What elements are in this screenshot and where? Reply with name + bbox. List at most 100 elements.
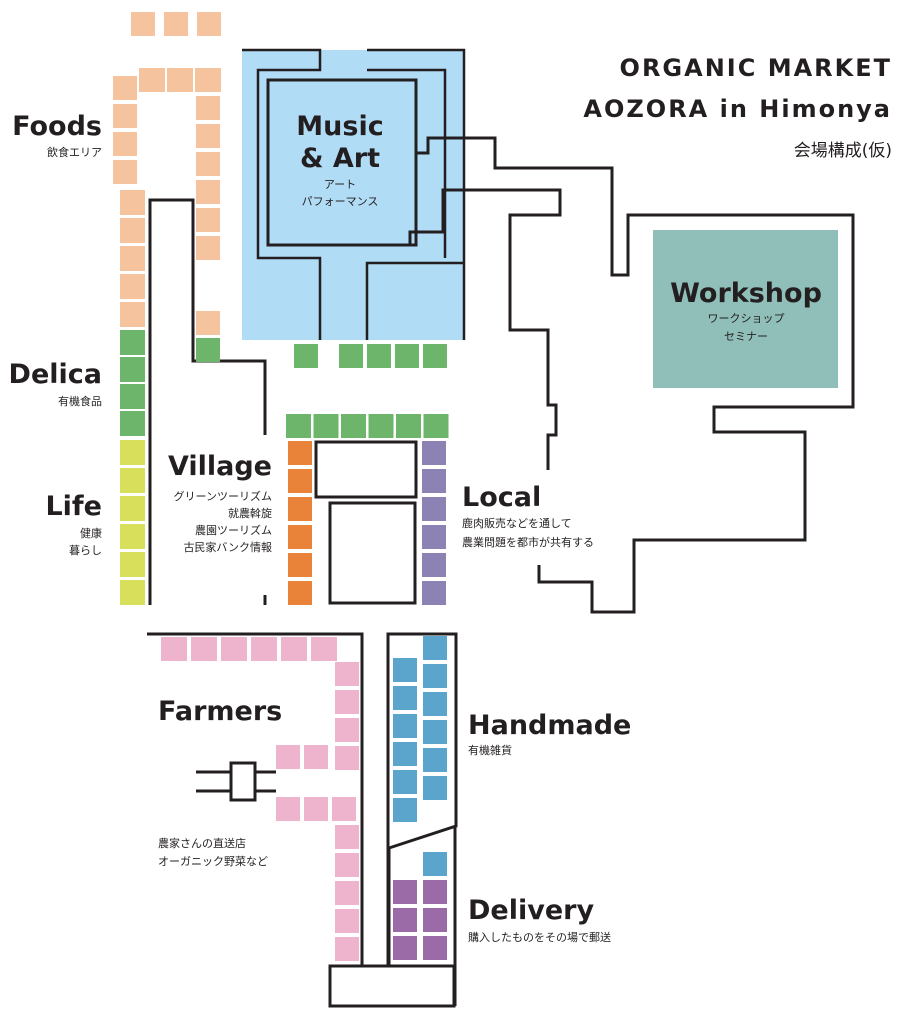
delica-booth	[120, 357, 145, 382]
farmers-booth	[251, 637, 277, 661]
zone-labels: Foods 飲食エリア Delica 有機食品 Life 健康 暮らし Vill…	[9, 111, 822, 944]
delica-booth	[196, 338, 220, 362]
foods-booth	[139, 68, 165, 92]
handmade-sub: 有機雑貨	[468, 743, 512, 757]
handmade-booth	[423, 692, 447, 716]
farmers-booth	[335, 937, 359, 961]
delica-booth	[120, 411, 145, 436]
local-booth-purple	[422, 441, 446, 465]
handmade-booth	[423, 852, 447, 876]
life-booth	[120, 440, 145, 465]
life-booth	[120, 524, 145, 549]
foods-booth	[167, 68, 193, 92]
foods-booth	[196, 236, 220, 260]
foods-booth	[196, 124, 220, 148]
foods-booth	[113, 76, 137, 100]
workshop-sub-2: セミナー	[724, 330, 768, 343]
handmade-booth	[423, 748, 447, 772]
farmers-booth	[335, 662, 359, 686]
farmers-outline	[147, 632, 364, 966]
farmers-booth	[311, 637, 337, 661]
delivery-booth	[423, 908, 447, 932]
handmade-title: Handmade	[468, 710, 631, 741]
foods-booth	[120, 302, 145, 327]
local-booth-purple	[422, 497, 446, 521]
foods-booth	[113, 132, 137, 156]
local-booth-orange	[288, 525, 312, 549]
music-art-area	[242, 48, 466, 340]
life-booth	[120, 552, 145, 577]
handmade-booth	[393, 770, 417, 794]
delica-booth	[395, 344, 419, 368]
farmers-booth	[335, 909, 359, 933]
foods-booth	[120, 274, 145, 299]
delivery-booth	[423, 936, 447, 960]
life-sub-1: 健康	[80, 526, 102, 540]
header-title-line2: AOZORA in Himonya	[583, 95, 892, 123]
handmade-booth	[393, 798, 417, 822]
delivery-booth	[393, 880, 417, 904]
village-outline	[148, 198, 267, 605]
farmers-gate	[229, 761, 257, 802]
local-sub-1: 鹿肉販売などを通して	[462, 516, 572, 530]
local-booth-orange	[288, 553, 312, 577]
farmers-booth	[335, 746, 359, 770]
handmade-booth	[393, 714, 417, 738]
delica-title: Delica	[9, 359, 102, 390]
local-booth-purple	[422, 469, 446, 493]
foods-booth	[164, 12, 188, 36]
life-title: Life	[45, 491, 102, 522]
delivery-title: Delivery	[468, 895, 594, 926]
farmers-booth	[335, 881, 359, 905]
farmers-sub-1: 農家さんの直送店	[158, 836, 246, 850]
farmers-booth	[335, 825, 359, 849]
handmade-booth	[393, 658, 417, 682]
farmers-booth	[221, 637, 247, 661]
structures	[196, 440, 456, 1008]
music-art-title-1: Music	[296, 111, 383, 142]
foods-booth	[120, 246, 145, 271]
delica-booth	[367, 344, 391, 368]
music-art-title-2: & Art	[300, 143, 380, 174]
music-art-background	[242, 50, 464, 340]
farmers-booth	[304, 745, 328, 769]
local-booth-purple	[422, 553, 446, 577]
delica-booth	[341, 414, 366, 438]
delivery-sub: 購入したものをその場で郵送	[468, 930, 611, 944]
village-sub-1: グリーンツーリズム	[174, 489, 272, 503]
farmers-booth	[304, 797, 328, 821]
delivery-booth	[393, 936, 417, 960]
delivery-booth	[393, 908, 417, 932]
farmers-booth	[161, 637, 187, 661]
music-art-sub-1: アート	[324, 178, 356, 191]
local-booth-orange	[288, 469, 312, 493]
header-subtitle: 会場構成(仮)	[794, 141, 892, 161]
header-title-line1: ORGANIC MARKET	[620, 54, 892, 82]
local-sub-2: 農業問題を都市が共有する	[462, 535, 594, 549]
workshop-title: Workshop	[670, 278, 822, 309]
farmers-sub-2: オーガニック野菜など	[158, 855, 268, 868]
life-sub-2: 暮らし	[69, 543, 102, 557]
local-title: Local	[462, 482, 541, 513]
farmers-booth	[335, 853, 359, 877]
farmers-booth	[276, 745, 300, 769]
map-header: ORGANIC MARKET AOZORA in Himonya 会場構成(仮)	[583, 54, 892, 161]
handmade-booth	[423, 720, 447, 744]
handmade-booth	[393, 686, 417, 710]
handmade-booth	[423, 636, 447, 660]
delica-booth	[120, 384, 145, 409]
village-sub-3: 農園ツーリズム	[195, 523, 272, 537]
foods-booth	[113, 160, 137, 184]
delica-booth	[120, 330, 145, 355]
delica-booth	[286, 414, 311, 438]
foods-title: Foods	[12, 111, 102, 142]
handmade-booth	[393, 742, 417, 766]
farmers-booth	[191, 637, 217, 661]
foods-booth	[113, 104, 137, 128]
delica-booth	[396, 414, 421, 438]
farmers-booth	[281, 637, 307, 661]
delica-booth	[368, 414, 394, 438]
handmade-booth	[423, 776, 447, 800]
farmers-booth	[332, 797, 356, 821]
inner-path	[408, 188, 562, 470]
